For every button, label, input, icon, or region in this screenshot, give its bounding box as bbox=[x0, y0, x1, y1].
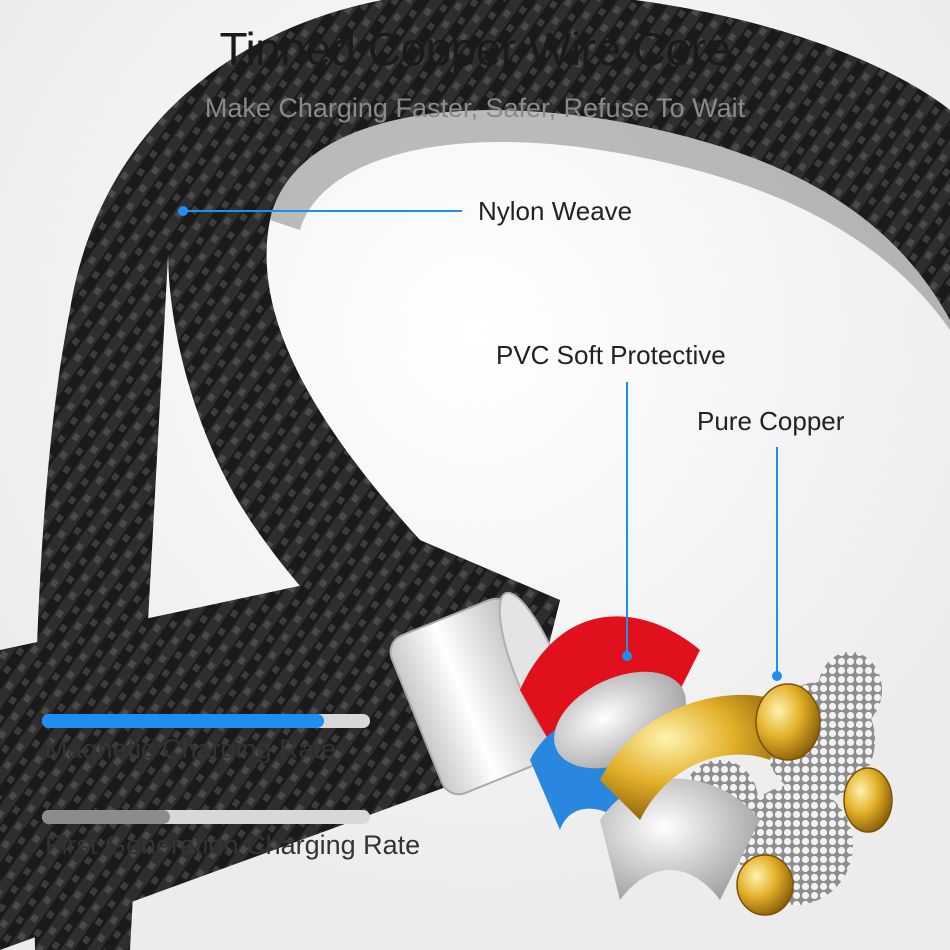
pvc-callout-dot bbox=[622, 651, 632, 661]
page-title: Tinned Copper Wire Core bbox=[219, 23, 731, 75]
callout-nylon-weave: Nylon Weave bbox=[478, 196, 633, 226]
page-subtitle: Make Charging Faster, Safer, Refuse To W… bbox=[204, 93, 746, 123]
nylon-cable-outer bbox=[33, 0, 950, 950]
nylon-callout-dot bbox=[178, 206, 188, 216]
copper-cores bbox=[600, 683, 893, 916]
callout-pvc-soft-protective: PVC Soft Protective bbox=[496, 340, 726, 370]
first-gen-rate-label: First Generation Charging Rate bbox=[45, 830, 421, 860]
magnetic-rate-label: Magnetic Charging Rate bbox=[45, 734, 337, 764]
first-gen-rate-bar bbox=[42, 810, 370, 824]
callout-pure-copper: Pure Copper bbox=[697, 406, 845, 436]
callout-lines bbox=[178, 206, 782, 681]
magnetic-rate-fill bbox=[42, 714, 325, 728]
copper-callout-dot bbox=[772, 671, 782, 681]
magnetic-rate-bar bbox=[42, 714, 370, 728]
first-gen-rate-fill bbox=[42, 810, 170, 824]
